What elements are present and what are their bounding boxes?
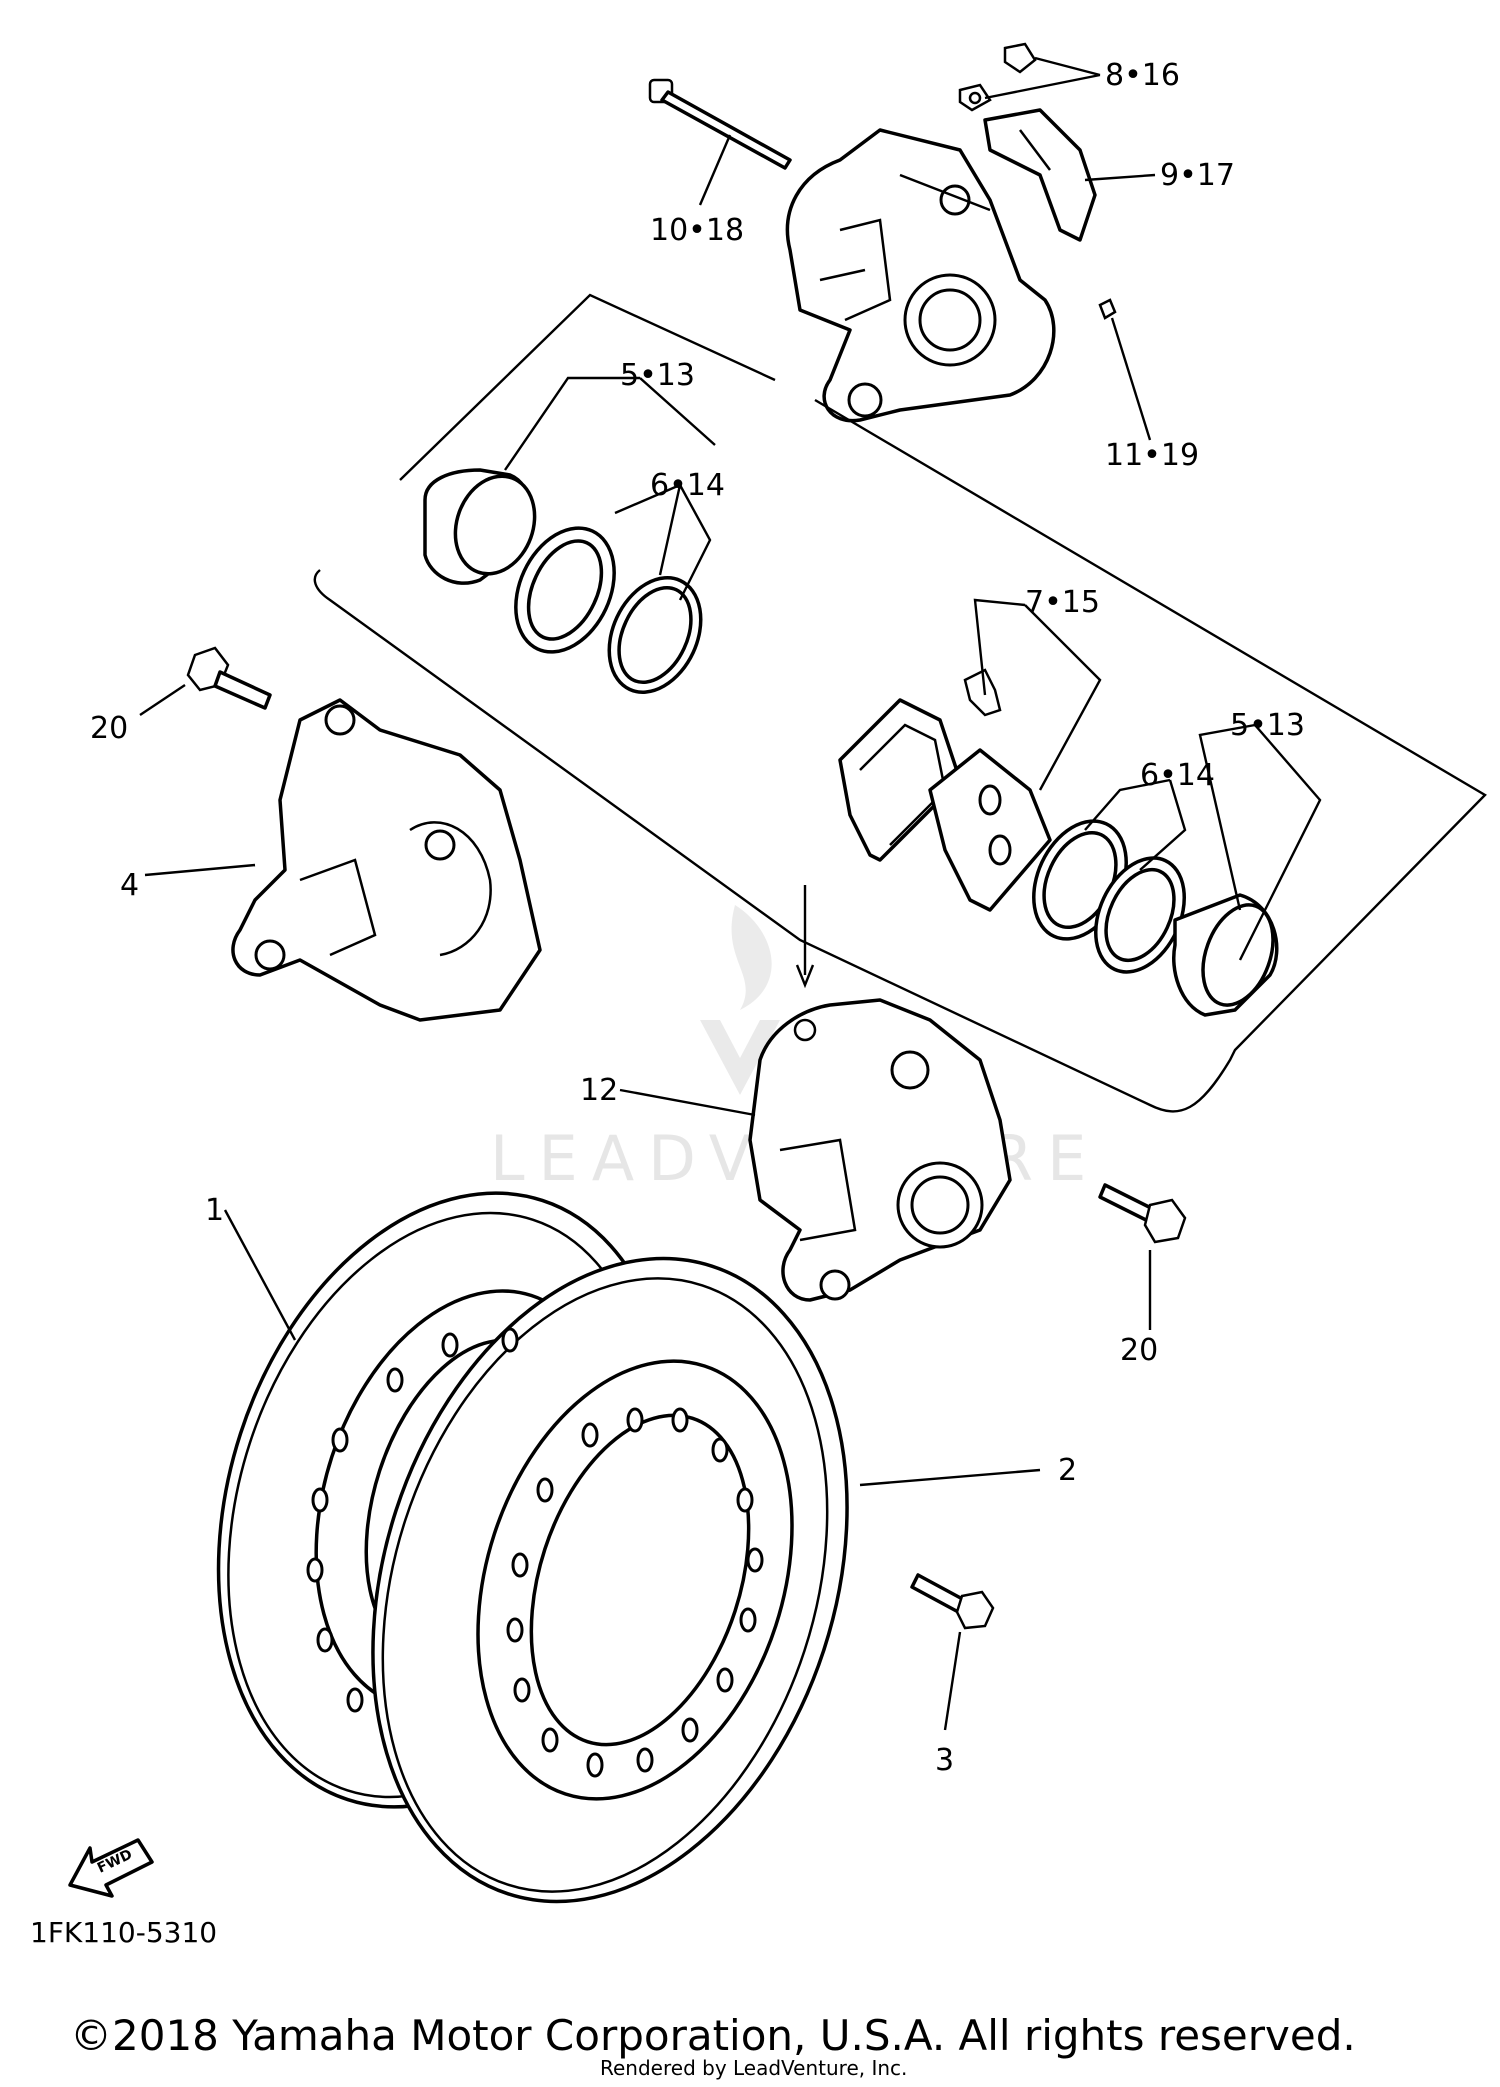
caliper-bolt-left — [186, 646, 272, 710]
bleed-screw — [958, 42, 1037, 112]
label-1: 1 — [205, 1193, 224, 1228]
label-10-18: 10•18 — [650, 213, 744, 248]
disc-holes — [506, 1407, 764, 1778]
copyright-notice: ©2018 Yamaha Motor Corporation, U.S.A. A… — [70, 2011, 1356, 2060]
rendered-by-credit: Rendered by LeadVenture, Inc. — [600, 2056, 907, 2080]
label-20-right: 20 — [1120, 1333, 1158, 1368]
label-2: 2 — [1058, 1453, 1077, 1488]
pad-pin — [648, 78, 792, 170]
exploded-bracket — [313, 293, 1487, 1113]
label-5-13-upper: 5•13 — [620, 358, 695, 393]
disc-bolt — [910, 1573, 995, 1630]
label-6-14-lower: 6•14 — [1140, 758, 1215, 793]
diagram-code: 1FK110-5310 — [30, 1916, 217, 1949]
label-7-15: 7•15 — [1025, 585, 1100, 620]
label-6-14-upper: 6•14 — [650, 468, 725, 503]
label-12: 12 — [580, 1073, 618, 1108]
brake-pads — [838, 668, 1052, 912]
label-5-13-lower: 5•13 — [1230, 708, 1305, 743]
callout-labels: 8•16 9•17 10•18 11•19 5•13 6•14 7•15 5•1… — [90, 58, 1305, 1778]
caliper-assembly-right — [748, 998, 1012, 1302]
label-20-left: 20 — [90, 711, 128, 746]
pad-shim — [963, 668, 1002, 717]
fwd-arrow: FWD — [68, 1838, 154, 1898]
label-9-17: 9•17 — [1160, 158, 1235, 193]
label-11-19: 11•19 — [1105, 438, 1199, 473]
label-3: 3 — [935, 1743, 954, 1778]
brake-disc-2 — [306, 1256, 849, 1904]
disc-1-holes — [306, 1327, 519, 1713]
pad-spring — [983, 108, 1097, 242]
label-4: 4 — [120, 868, 139, 903]
lower-piston-group — [1032, 819, 1279, 1017]
caliper-body-top — [785, 128, 1056, 423]
label-8-16: 8•16 — [1105, 58, 1180, 93]
pin-clip — [1098, 298, 1117, 320]
caliper-bolt-right — [1098, 1183, 1187, 1244]
upper-piston-group — [423, 468, 703, 694]
leader-lines — [139, 56, 1322, 1731]
caliper-assembly-left — [231, 698, 542, 1022]
